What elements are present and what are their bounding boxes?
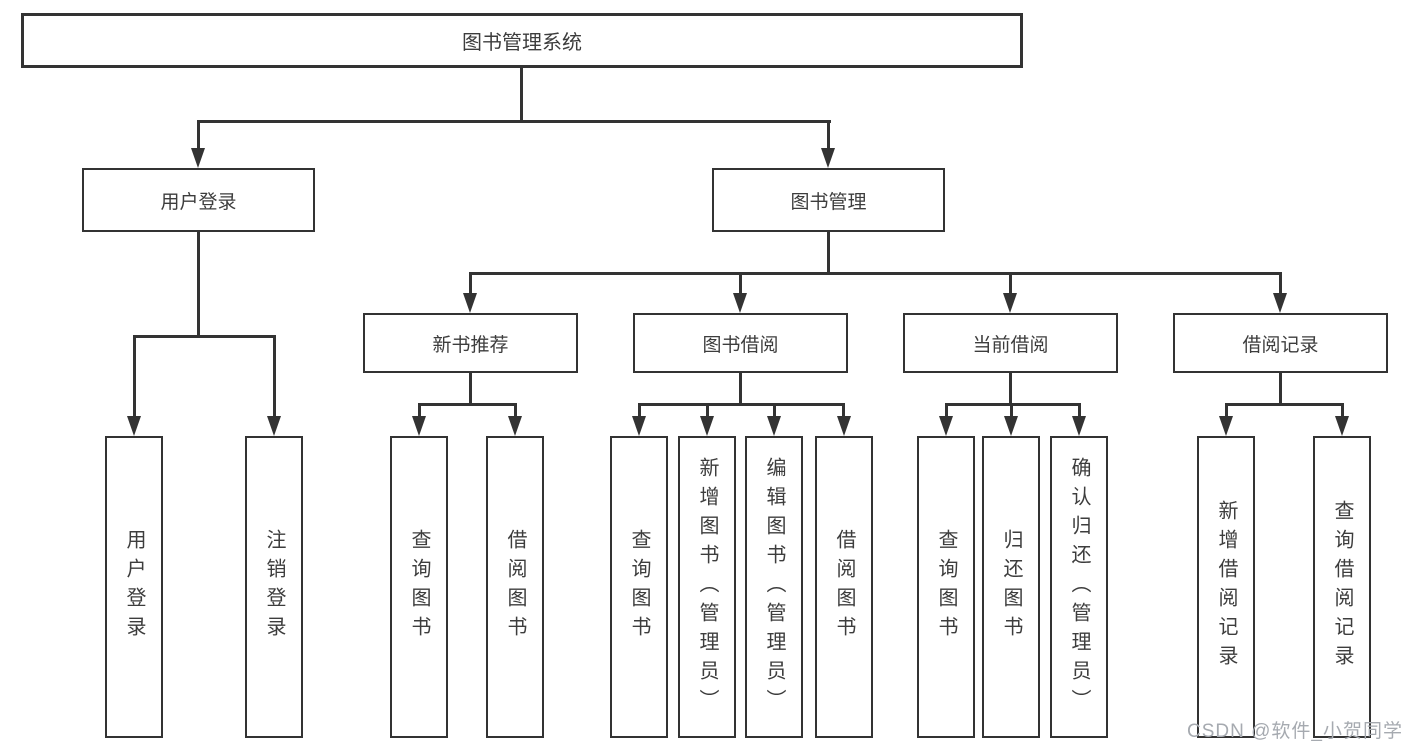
connector-line (1279, 272, 1282, 297)
connector-line (133, 335, 136, 419)
arrow-down-icon (1072, 416, 1086, 436)
arrow-down-icon (1004, 416, 1018, 436)
arrow-down-icon (1335, 416, 1349, 436)
connector-line (706, 403, 709, 419)
connector-line (1009, 373, 1012, 406)
node-book-management: 图书管理 (712, 168, 945, 232)
connector-line (133, 335, 275, 338)
node-borrowing-records: 借阅记录 (1173, 313, 1388, 373)
connector-line (1010, 403, 1013, 419)
leaf-query-books-1: 查询图书 (390, 436, 448, 738)
connector-line (197, 120, 831, 123)
connector-line (418, 403, 516, 406)
node-library-system: 图书管理系统 (21, 13, 1023, 68)
connector-line (1341, 403, 1344, 419)
leaf-confirm-return-admin: 确认归还（管理员） (1050, 436, 1108, 738)
arrow-down-icon (821, 148, 835, 168)
arrow-down-icon (767, 416, 781, 436)
connector-line (827, 232, 830, 275)
leaf-logout: 注销登录 (245, 436, 303, 738)
connector-line (469, 272, 472, 297)
connector-line (469, 373, 472, 406)
connector-line (520, 68, 523, 122)
leaf-add-books-admin: 新增图书（管理员） (678, 436, 736, 738)
arrow-down-icon (267, 416, 281, 436)
leaf-borrow-books-2: 借阅图书 (815, 436, 873, 738)
leaf-borrow-books-1: 借阅图书 (486, 436, 544, 738)
leaf-query-books-3: 查询图书 (917, 436, 975, 738)
connector-line (273, 335, 276, 419)
connector-line (1279, 373, 1282, 406)
connector-line (469, 272, 1282, 275)
connector-line (197, 120, 200, 152)
arrow-down-icon (191, 148, 205, 168)
arrow-down-icon (463, 293, 477, 313)
leaf-return-books: 归还图书 (982, 436, 1040, 738)
connector-line (418, 403, 421, 419)
node-new-book-recommend: 新书推荐 (363, 313, 578, 373)
arrow-down-icon (1273, 293, 1287, 313)
arrow-down-icon (700, 416, 714, 436)
connector-line (1009, 272, 1012, 297)
leaf-query-books-2: 查询图书 (610, 436, 668, 738)
connector-line (945, 403, 948, 419)
leaf-query-borrow-record: 查询借阅记录 (1313, 436, 1371, 738)
node-current-borrowing: 当前借阅 (903, 313, 1118, 373)
connector-line (638, 403, 641, 419)
connector-line (1078, 403, 1081, 419)
arrow-down-icon (127, 416, 141, 436)
connector-line (739, 272, 742, 297)
arrow-down-icon (733, 293, 747, 313)
connector-line (1225, 403, 1343, 406)
arrow-down-icon (632, 416, 646, 436)
connector-line (1225, 403, 1228, 419)
arrow-down-icon (508, 416, 522, 436)
connector-line (514, 403, 517, 419)
leaf-edit-books-admin: 编辑图书（管理员） (745, 436, 803, 738)
connector-line (739, 373, 742, 406)
leaf-user-login: 用户登录 (105, 436, 163, 738)
connector-line (842, 403, 845, 419)
connector-line (773, 403, 776, 419)
arrow-down-icon (1003, 293, 1017, 313)
node-book-borrowing: 图书借阅 (633, 313, 848, 373)
arrow-down-icon (939, 416, 953, 436)
connector-line (197, 232, 200, 338)
leaf-add-borrow-record: 新增借阅记录 (1197, 436, 1255, 738)
arrow-down-icon (1219, 416, 1233, 436)
arrow-down-icon (837, 416, 851, 436)
csdn-watermark: CSDN @软件_小贺同学 (1187, 721, 1403, 742)
arrow-down-icon (412, 416, 426, 436)
connector-line (827, 120, 830, 152)
connector-line (638, 403, 845, 406)
node-user-login: 用户登录 (82, 168, 315, 232)
